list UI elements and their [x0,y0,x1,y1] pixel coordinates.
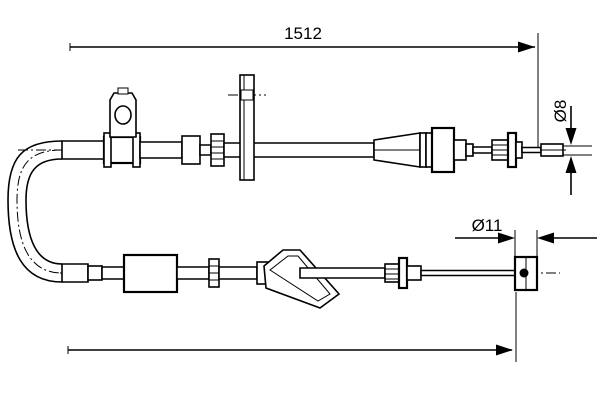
upper-threaded-adjuster [491,131,523,169]
lower-sheath-seg3 [218,266,258,280]
eyelet-dia-right-arrowhead [537,232,554,244]
upper-bare-cable-2 [521,146,542,154]
u-bend-outer-edge [7,140,63,283]
lower-adjuster-collar [406,265,422,281]
mounting-bracket-right-flange [132,132,141,168]
mounting-bracket-left-flange [103,132,112,168]
upper-end-collar-small [465,143,474,157]
upper-end-barrel [430,126,456,174]
lower-run-arrowhead [496,344,513,356]
end-eyelet-fitting [513,255,539,292]
cable-dia-upper-arrowhead [565,128,577,145]
lower-cable-run [60,249,560,309]
upper-sheath-seg1 [139,141,183,159]
upper-cable-run [18,74,566,181]
upper-sheath-left [61,140,105,160]
adjuster-nut [506,131,518,169]
u-bend-centerline [16,149,63,274]
vertical-plate-hole [240,89,254,101]
lower-sleeve-stop-1 [87,265,103,281]
end-eyelet-hole [519,268,529,278]
overall-length-label: 1512 [284,24,322,43]
upper-end-collar [453,139,467,161]
cone-ring-1 [419,132,427,168]
upper-rod-seg1 [199,144,212,156]
upper-sleeve-stop [181,135,201,165]
lower-run-dimension [67,292,517,362]
mounting-bracket-tab [117,87,129,95]
adjuster-washer [515,141,523,159]
cable-diameter-label: Ø8 [551,100,570,123]
eyelet-diameter-label: Ø11 [472,216,503,235]
u-bend-cable-loop [7,140,63,283]
upper-threaded-ring [210,133,225,167]
upper-threaded-ring-body [210,133,225,167]
lower-sheath-left [61,263,89,283]
lower-sheath-seg4 [299,267,386,279]
eyelet-diameter-dimension [455,230,597,262]
lower-threaded-adjuster [384,256,422,290]
wedge-clip-bottom-edge [265,287,321,309]
lower-sheath-seg2 [176,266,210,280]
overall-length-arrowhead [518,41,535,53]
cable-dia-lower-arrowhead [565,156,577,173]
lower-sheath-seg1 [101,266,125,280]
lower-threaded-ring [208,258,220,288]
mounting-bracket-hole [114,105,132,125]
eyelet-dia-left-arrowhead [498,232,515,244]
overall-length-dimension [69,33,539,150]
lower-adjuster-nut [397,256,409,290]
damper-block [122,253,179,294]
u-bend-inner-edge [25,158,63,265]
upper-cone-ring-stack [419,132,433,168]
upper-bare-cable-1 [472,146,493,154]
lower-bare-cable [420,269,528,277]
